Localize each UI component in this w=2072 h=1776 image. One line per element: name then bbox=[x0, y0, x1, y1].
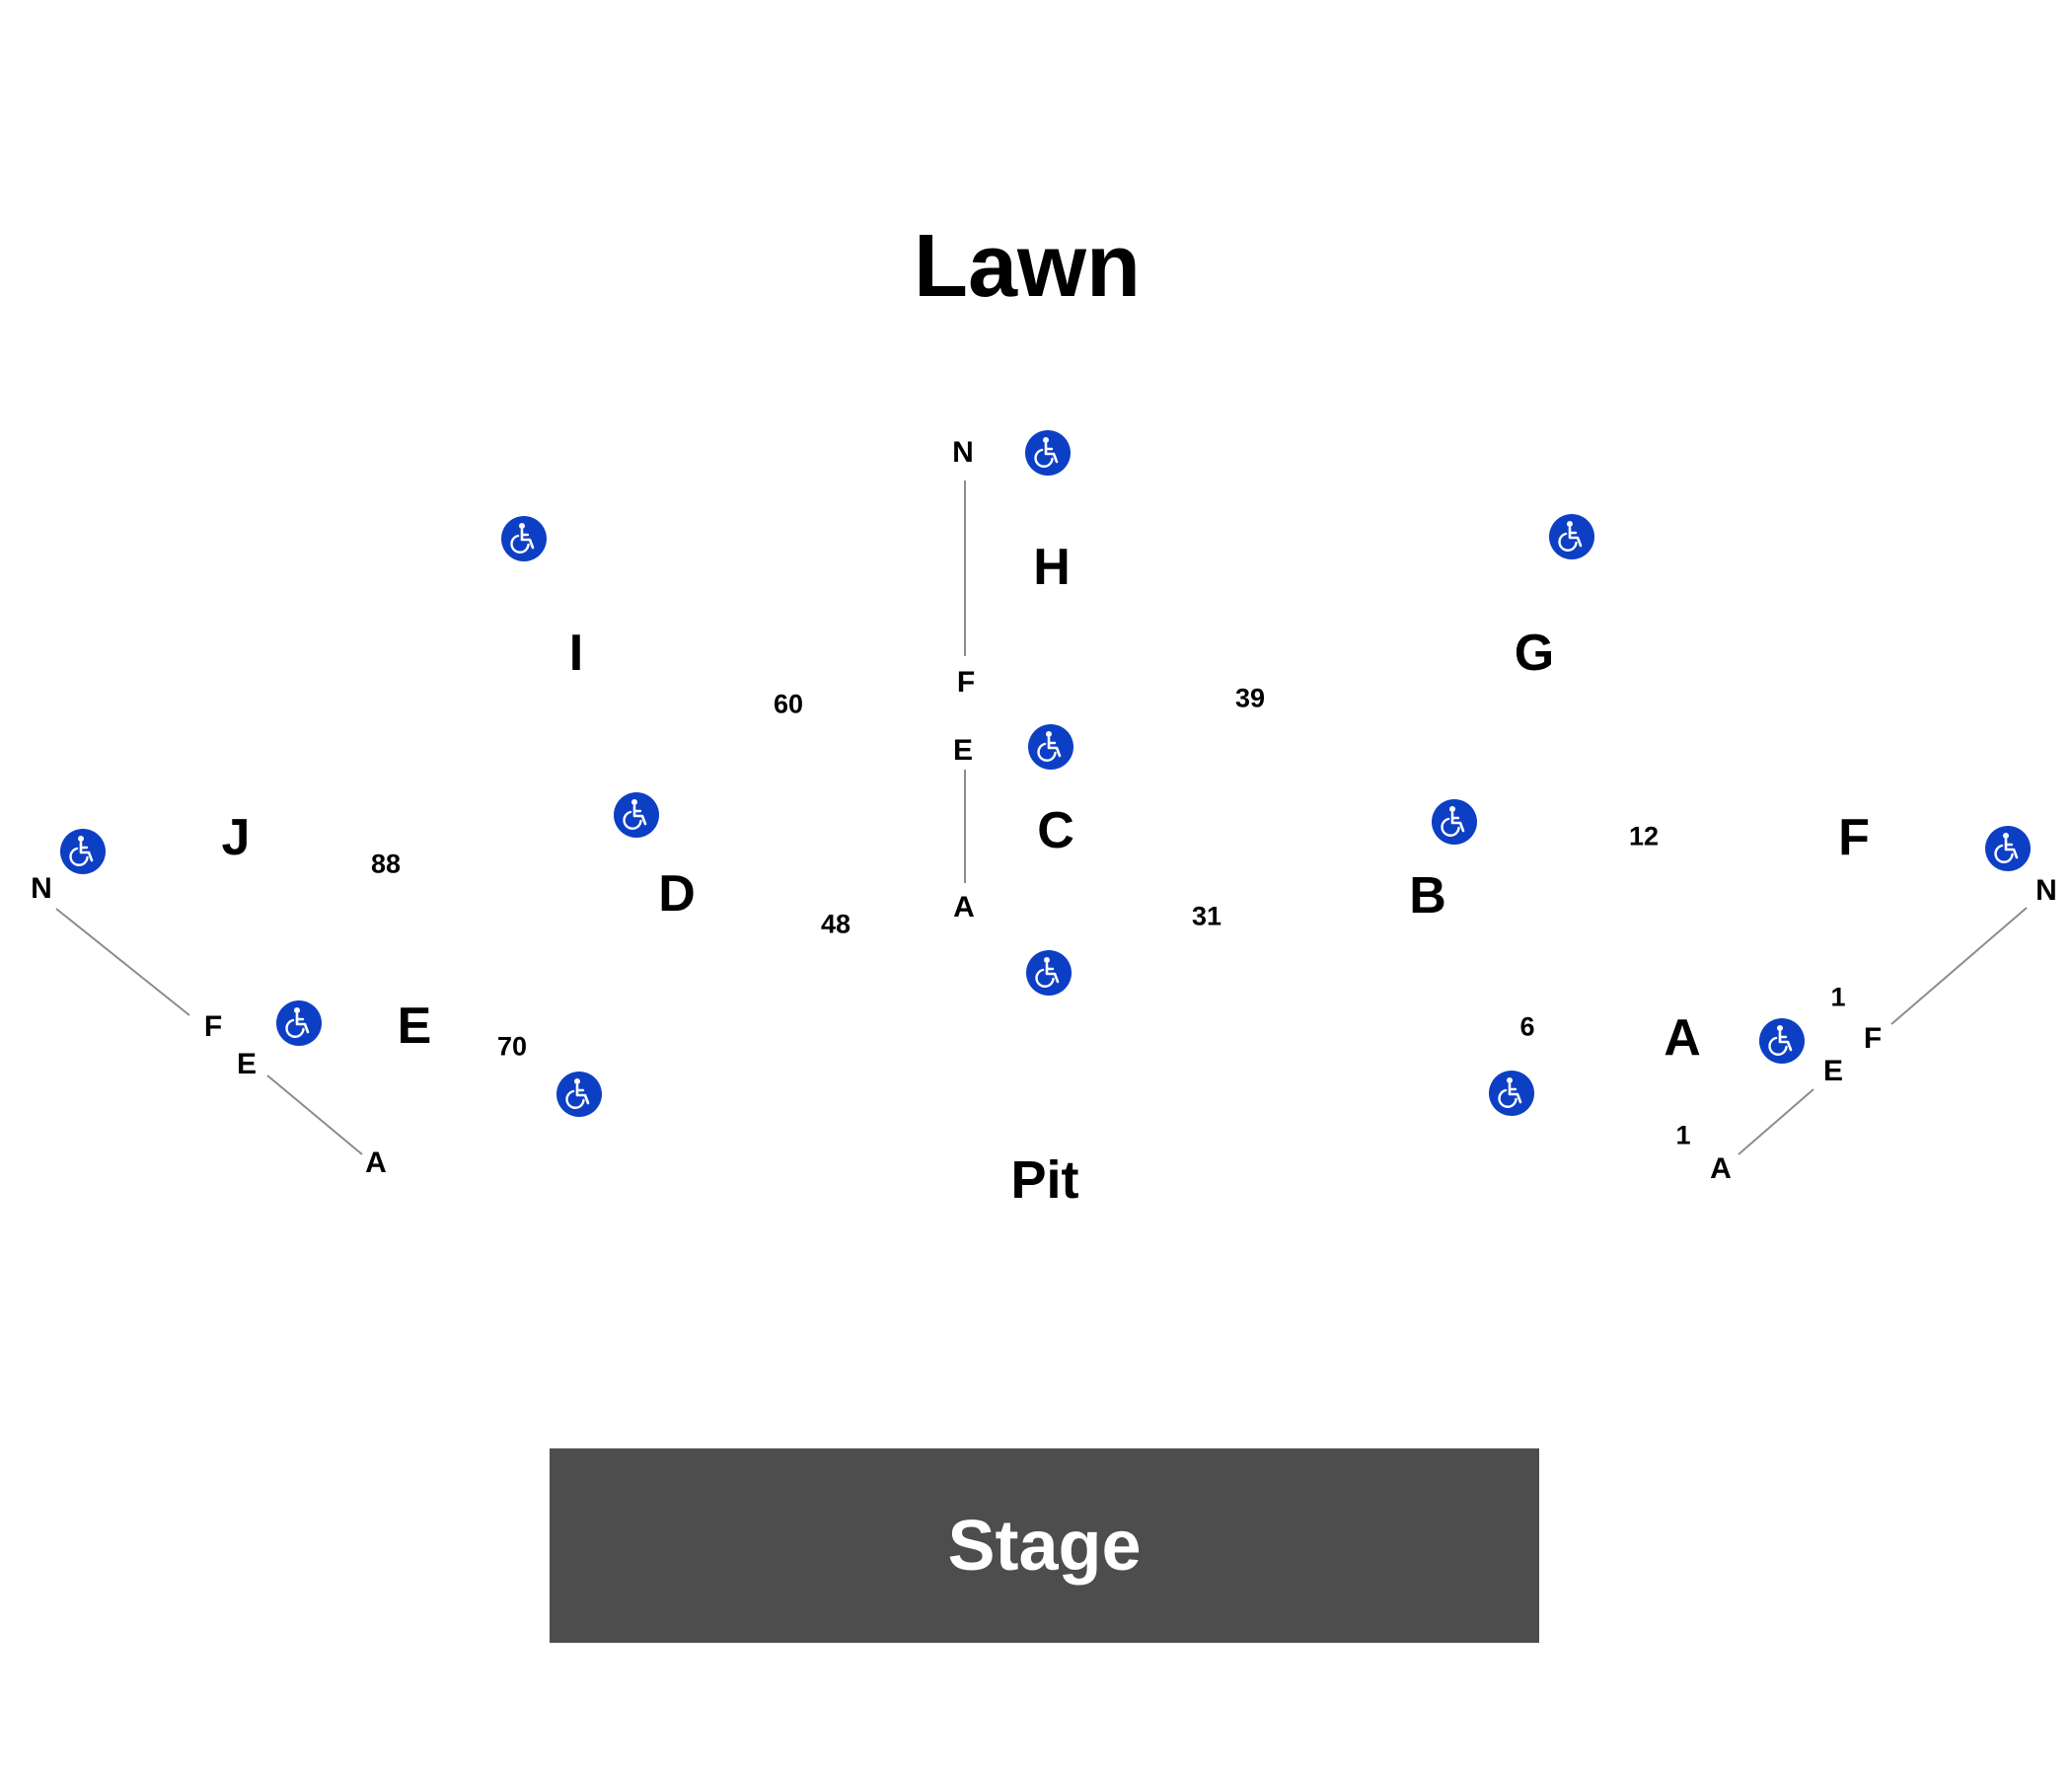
seat-number-60: 60 bbox=[773, 689, 804, 719]
row-label-center-a: A bbox=[953, 891, 975, 924]
right-lower-row-line bbox=[1738, 1088, 1814, 1155]
wheelchair-accessible-icon[interactable] bbox=[555, 1071, 603, 1118]
wheelchair-accessible-icon[interactable] bbox=[1984, 825, 2032, 872]
row-label-center-n: N bbox=[952, 436, 974, 469]
section-d[interactable]: D bbox=[658, 865, 696, 923]
wheelchair-accessible-icon[interactable] bbox=[1024, 429, 1072, 477]
wheelchair-accessible-icon[interactable] bbox=[1488, 1070, 1535, 1117]
left-upper-row-line bbox=[55, 908, 190, 1016]
section-f[interactable]: F bbox=[1838, 809, 1870, 866]
section-g[interactable]: G bbox=[1514, 625, 1555, 682]
row-label-center-e: E bbox=[952, 734, 974, 767]
section-h[interactable]: H bbox=[1033, 539, 1071, 596]
section-e[interactable]: E bbox=[397, 998, 432, 1055]
wheelchair-accessible-icon[interactable] bbox=[1025, 949, 1073, 997]
wheelchair-accessible-icon[interactable] bbox=[613, 791, 660, 839]
seat-number-1-lower: 1 bbox=[1675, 1120, 1691, 1150]
seat-number-39: 39 bbox=[1234, 683, 1266, 713]
seat-number-1-upper: 1 bbox=[1830, 982, 1846, 1012]
row-label-right-a: A bbox=[1710, 1152, 1732, 1185]
section-i[interactable]: I bbox=[568, 625, 584, 682]
wheelchair-accessible-icon[interactable] bbox=[1431, 798, 1478, 846]
right-upper-row-line bbox=[1890, 907, 2028, 1025]
row-label-right-f: F bbox=[1863, 1022, 1883, 1055]
seat-number-12: 12 bbox=[1628, 821, 1660, 851]
stage-label: Stage bbox=[947, 1506, 1142, 1586]
row-label-right-e: E bbox=[1822, 1055, 1844, 1087]
seat-number-88: 88 bbox=[370, 849, 402, 879]
row-label-right-n: N bbox=[2035, 874, 2057, 907]
row-label-left-e: E bbox=[236, 1048, 258, 1080]
section-b[interactable]: B bbox=[1409, 867, 1446, 925]
row-label-left-n: N bbox=[31, 872, 52, 905]
wheelchair-accessible-icon[interactable] bbox=[275, 999, 323, 1047]
left-lower-row-line bbox=[266, 1074, 363, 1155]
row-label-left-f: F bbox=[203, 1010, 223, 1043]
wheelchair-accessible-icon[interactable] bbox=[1027, 723, 1074, 771]
section-j[interactable]: J bbox=[221, 809, 251, 866]
lawn-label[interactable]: Lawn bbox=[913, 217, 1142, 316]
wheelchair-accessible-icon[interactable] bbox=[1548, 513, 1595, 560]
seat-number-31: 31 bbox=[1191, 901, 1222, 931]
section-c[interactable]: C bbox=[1037, 802, 1074, 859]
row-label-left-a: A bbox=[365, 1147, 387, 1179]
wheelchair-accessible-icon[interactable] bbox=[500, 515, 548, 562]
seat-number-70: 70 bbox=[496, 1031, 528, 1062]
stage[interactable]: Stage bbox=[550, 1448, 1539, 1643]
seat-number-6: 6 bbox=[1519, 1011, 1535, 1042]
section-a[interactable]: A bbox=[1664, 1009, 1701, 1067]
row-label-center-f: F bbox=[956, 666, 976, 699]
wheelchair-accessible-icon[interactable] bbox=[1758, 1017, 1806, 1065]
pit-label[interactable]: Pit bbox=[1010, 1150, 1079, 1210]
wheelchair-accessible-icon[interactable] bbox=[59, 828, 107, 875]
seat-number-48: 48 bbox=[820, 909, 851, 939]
